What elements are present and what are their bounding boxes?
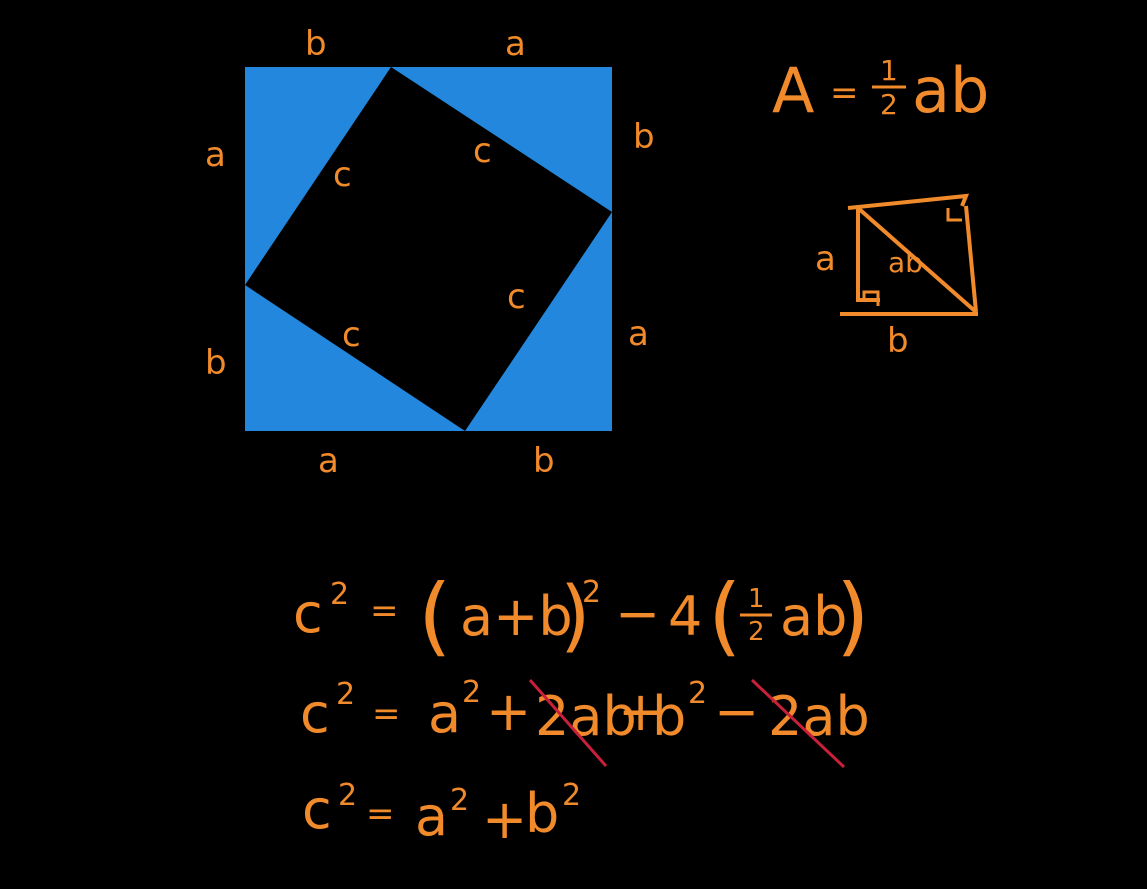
svg-text:c: c (302, 778, 332, 841)
svg-text:4: 4 (668, 585, 702, 648)
strike-second-2ab (750, 678, 846, 769)
svg-text:2: 2 (562, 778, 581, 813)
svg-text:2: 2 (748, 617, 765, 647)
svg-text:b: b (525, 782, 559, 845)
svg-text:2: 2 (688, 676, 707, 711)
label-left-b: b (205, 343, 227, 383)
svg-text:a: a (428, 682, 461, 745)
label-inner-c-3: c (507, 277, 526, 317)
svg-text:2: 2 (582, 575, 601, 610)
svg-text:2ab: 2ab (535, 685, 637, 748)
area-formula: A = 1 2 ab (772, 54, 989, 127)
svg-text:2: 2 (450, 783, 469, 818)
svg-text:2: 2 (330, 577, 349, 612)
svg-text:b: b (652, 685, 686, 748)
svg-text:2ab: 2ab (768, 685, 870, 748)
label-top-b: b (305, 24, 327, 64)
svg-text:−: − (615, 582, 660, 645)
svg-text:1: 1 (880, 54, 898, 87)
small-rect-side-a: a (815, 239, 836, 279)
equation-line-3: c 2 = a 2 + b 2 (302, 778, 581, 851)
equation-line-2: c 2 = a 2 + 2ab + b 2 − 2ab (300, 675, 870, 769)
svg-text:ab: ab (780, 585, 847, 648)
svg-text:2: 2 (462, 675, 481, 710)
strike-first-2ab (528, 679, 608, 767)
svg-text:+: + (618, 680, 663, 743)
svg-text:A: A (772, 54, 814, 127)
svg-text:): ) (836, 566, 870, 666)
svg-text:2: 2 (880, 88, 898, 121)
small-rectangle: a b ab (815, 193, 978, 361)
inner-square (245, 67, 612, 431)
svg-text:=: = (372, 694, 401, 734)
label-right-b: b (633, 117, 655, 157)
label-bottom-b: b (533, 441, 555, 481)
svg-text:a+b: a+b (460, 585, 573, 648)
svg-text:2: 2 (336, 677, 355, 712)
svg-text:(: ( (418, 566, 452, 666)
svg-text:+: + (486, 680, 531, 743)
label-right-a: a (628, 314, 649, 354)
svg-text:): ) (560, 571, 590, 661)
small-rect-center: ab (888, 246, 923, 279)
label-inner-c-4: c (342, 315, 361, 355)
svg-text:−: − (714, 680, 759, 743)
svg-text:2: 2 (338, 778, 357, 813)
svg-text:c: c (293, 582, 323, 645)
label-left-a: a (205, 135, 226, 175)
svg-text:=: = (366, 794, 395, 834)
svg-text:(: ( (708, 566, 742, 666)
svg-text:1: 1 (748, 584, 765, 614)
label-inner-c-1: c (333, 155, 352, 195)
label-inner-c-2: c (473, 131, 492, 171)
label-top-a: a (505, 24, 526, 64)
svg-text:+: + (482, 788, 527, 851)
small-rect-side-b: b (887, 321, 909, 361)
svg-text:a: a (415, 785, 448, 848)
label-bottom-a: a (318, 441, 339, 481)
equation-line-1: c 2 = ( a+b ) 2 − 4 ( 1 2 ab ) (293, 566, 870, 666)
svg-text:=: = (370, 591, 399, 631)
svg-text:ab: ab (912, 54, 989, 127)
svg-text:c: c (300, 682, 330, 745)
svg-text:=: = (830, 73, 859, 113)
